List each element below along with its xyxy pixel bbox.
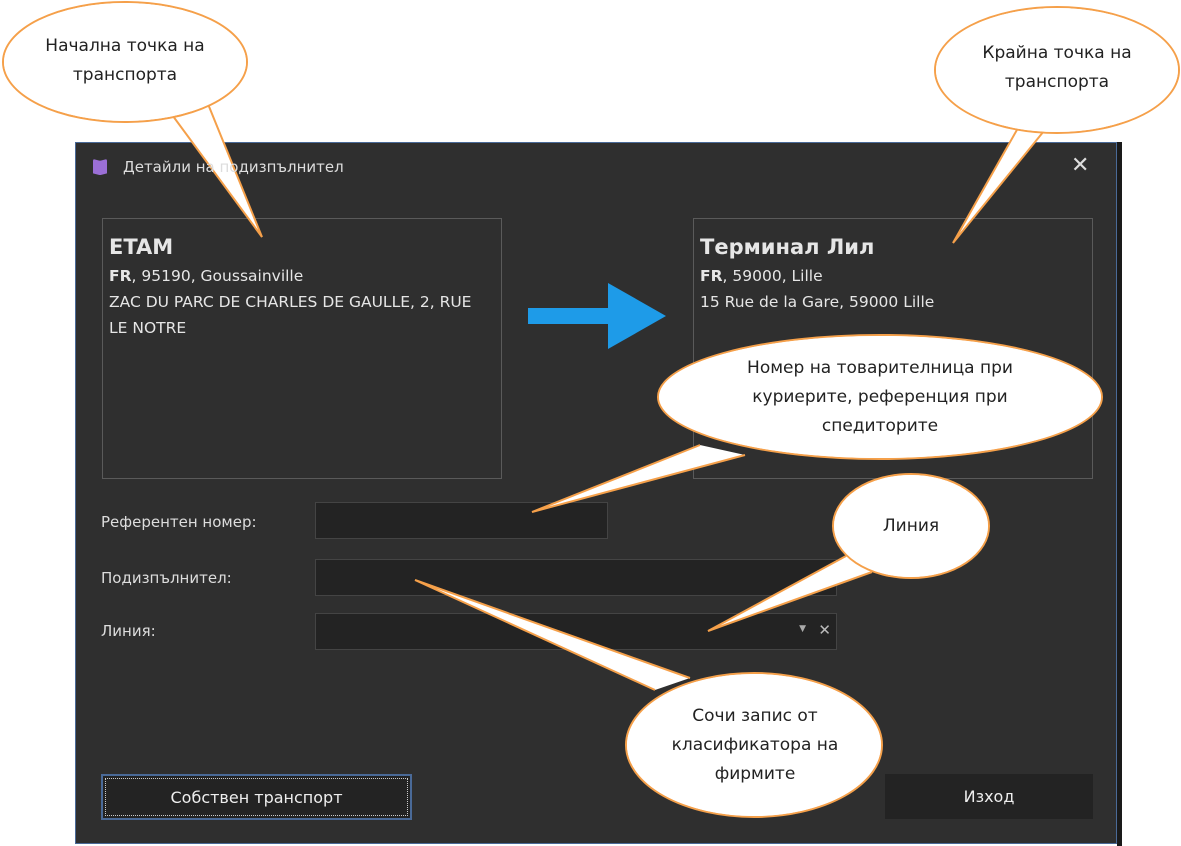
destination-name: Терминал Лил (700, 235, 875, 259)
callout-start-shape (169, 103, 263, 238)
destination-street: 15 Rue de la Gare, 59000 Lille (700, 293, 935, 311)
callout-subcontractor-shape (414, 579, 691, 691)
clear-icon[interactable]: ✕ (818, 621, 831, 639)
origin-country: FR (109, 267, 132, 285)
destination-country: FR (700, 267, 723, 285)
direction-arrow-icon (528, 283, 666, 349)
callout-start-text: Начална точка на транспорта (45, 36, 205, 85)
origin-name: ETAM (109, 235, 174, 259)
callout-end-text: Крайна точка на транспорта (982, 43, 1132, 92)
callout-reference-text: Номер на товарителница при куриерите, ре… (747, 358, 1013, 436)
close-icon[interactable]: ✕ (1071, 153, 1090, 178)
background-edge (1117, 142, 1122, 846)
callout-end-shape (952, 125, 1049, 244)
callout-line-text: Линия (882, 516, 940, 536)
window-title: Детайли на подизпълнител (123, 158, 344, 176)
book-icon (93, 159, 107, 175)
dropdown-arrow-icon[interactable]: ▼ (799, 624, 806, 634)
origin-city: , 95190, Goussainville (131, 267, 304, 285)
callout-reference-shape (531, 444, 746, 513)
callout-line-shape (707, 555, 873, 632)
callout-subcontractor-text: Сочи запис от класификатора на фирмите (671, 706, 839, 784)
subcontractor-input[interactable] (315, 559, 837, 596)
own-transport-button[interactable]: Собствен транспорт (101, 774, 412, 820)
destination-address-box: Терминал Лил FR, 59000, Lille 15 Rue de … (693, 218, 1093, 479)
reference-label: Референтен номер: (101, 513, 257, 531)
origin-address-box: ETAM FR, 95190, Goussainville ZAC DU PAR… (102, 218, 502, 479)
line-label: Линия: (101, 622, 156, 640)
destination-city: , 59000, Lille (722, 267, 823, 285)
exit-button[interactable]: Изход (885, 774, 1093, 819)
origin-street: ZAC DU PARC DE CHARLES DE GAULLE, 2, RUE… (109, 293, 472, 337)
subcontractor-label: Подизпълнител: (101, 569, 232, 587)
reference-input[interactable] (315, 502, 608, 539)
